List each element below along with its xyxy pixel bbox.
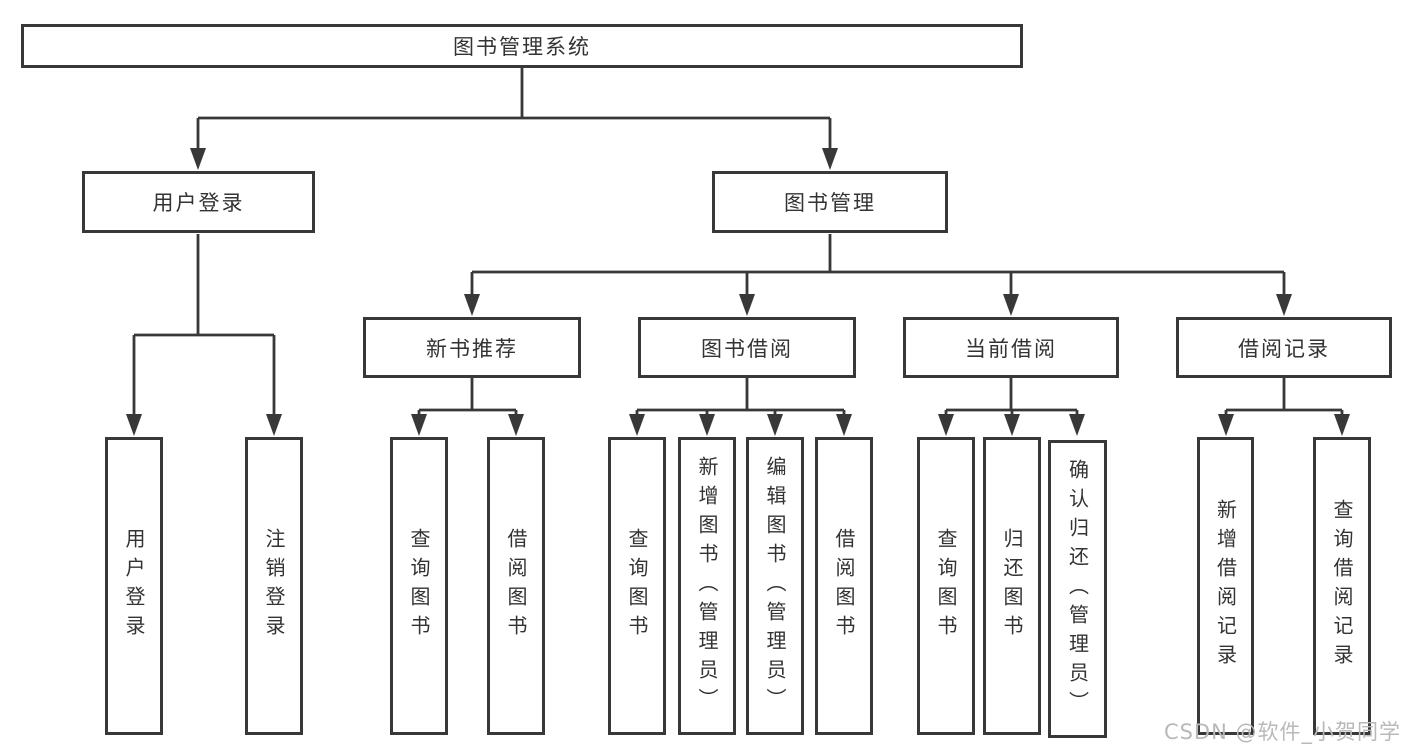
leaf-current-confirm-return-admin: 确认归还（管理员） [1048,440,1107,738]
leaf-recommend-query-book: 查询图书 [390,437,448,735]
leaf-user-login: 用户登录 [105,437,163,735]
leaf-recommend-borrow-book: 借阅图书 [487,437,545,735]
leaf-current-query-book: 查询图书 [917,437,975,735]
node-borrow-record: 借阅记录 [1176,317,1392,378]
connector-book-management-to-level3 [464,234,1292,316]
leaf-record-add-record: 新增借阅记录 [1197,437,1254,735]
node-library-system: 图书管理系统 [21,24,1023,68]
leaf-logout: 注销登录 [245,437,303,735]
leaf-current-return-book: 归还图书 [983,437,1041,735]
csdn-watermark: CSDN @软件_小贺同学 [1163,720,1401,744]
leaf-borrow-edit-book-admin: 编辑图书（管理员） [746,437,804,735]
connector-root-to-level2 [190,68,838,170]
node-book-borrow: 图书借阅 [638,317,856,378]
leaf-record-query-record: 查询借阅记录 [1313,437,1371,735]
connector-new-book-recommend-to-leaves [411,378,524,436]
leaf-borrow-add-book-admin: 新增图书（管理员） [678,437,736,735]
connector-borrow-record-to-leaves [1218,378,1350,436]
connector-book-borrow-to-leaves [629,378,852,436]
node-user-login: 用户登录 [82,171,315,233]
leaf-borrow-borrow-book: 借阅图书 [815,437,873,735]
node-book-management: 图书管理 [712,171,948,233]
connector-current-borrow-to-leaves [938,378,1085,436]
connector-user-login-to-leaves [126,234,282,436]
node-current-borrow: 当前借阅 [903,317,1119,378]
leaf-borrow-query-book: 查询图书 [608,437,666,735]
node-new-book-recommend: 新书推荐 [363,317,581,378]
